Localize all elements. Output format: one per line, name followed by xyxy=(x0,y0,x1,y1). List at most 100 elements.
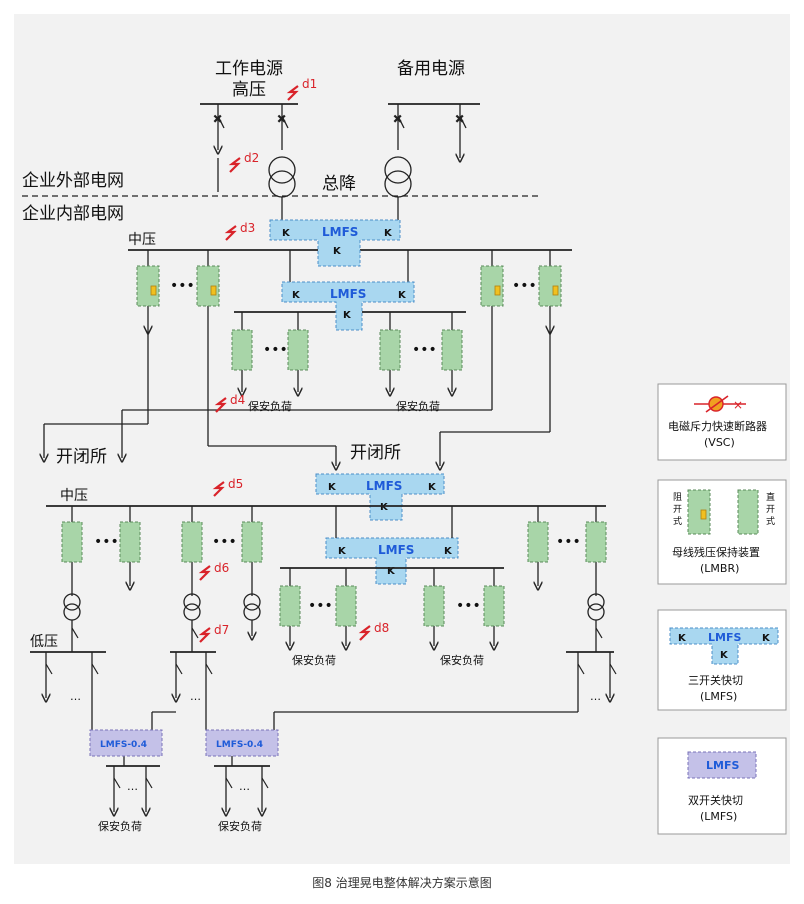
dots-6: ••• xyxy=(212,534,237,550)
svg-text:K: K xyxy=(282,228,291,239)
lmfs-top: LMFS K K K xyxy=(269,219,401,267)
hv-network xyxy=(22,103,540,222)
fault-d3: d3 xyxy=(240,221,255,235)
svg-text:K: K xyxy=(387,566,396,577)
security-load-4: 保安负荷 xyxy=(440,653,484,667)
figure-caption: 图8 治理晃电整体解决方案示意图 xyxy=(312,876,492,890)
fault-d1: d1 xyxy=(302,77,317,91)
svg-text:K: K xyxy=(338,546,347,557)
lmfs-second: LMFS K K K xyxy=(281,281,415,331)
dots-2: ••• xyxy=(512,278,537,294)
work-power-label: 工作电源 xyxy=(215,59,283,79)
svg-text:K: K xyxy=(428,482,437,493)
legend-vsc: × 电磁斥力快速断路器 (VSC) xyxy=(657,383,787,461)
legend-dual-abbr: (LMFS) xyxy=(700,810,737,823)
backup-power-label: 备用电源 xyxy=(397,59,465,79)
fault-d7: d7 xyxy=(214,623,229,637)
hv-switches: × × × × xyxy=(212,111,467,129)
external-grid-label: 企业外部电网 xyxy=(22,171,124,191)
ellipsis-3: … xyxy=(590,690,601,703)
svg-text:式: 式 xyxy=(673,515,682,527)
security-load-6: 保安负荷 xyxy=(218,819,262,833)
svg-text:×: × xyxy=(393,112,402,125)
high-voltage-label: 高压 xyxy=(232,80,266,100)
main-substation-label: 总降 xyxy=(322,174,356,194)
svg-text:K: K xyxy=(398,290,407,301)
ellipsis-4: … xyxy=(127,780,138,793)
security-load-3: 保安负荷 xyxy=(292,653,336,667)
svg-text:LMFS: LMFS xyxy=(330,287,366,301)
legend-lmbr-title: 母线残压保持装置 xyxy=(672,545,760,559)
svg-text:式: 式 xyxy=(766,515,775,527)
fault-d4: d4 xyxy=(230,393,245,407)
dots-5: ••• xyxy=(94,534,119,550)
legend-three-abbr: (LMFS) xyxy=(700,690,737,703)
security-load-5: 保安负荷 xyxy=(98,819,142,833)
svg-text:LMFS: LMFS xyxy=(378,543,414,557)
fault-d5: d5 xyxy=(228,477,243,491)
lmfs-third: LMFS K K K xyxy=(315,473,445,521)
legend-vsc-title: 电磁斥力快速断路器 xyxy=(668,419,767,433)
svg-text:LMFS-0.4: LMFS-0.4 xyxy=(216,740,263,750)
svg-text:K: K xyxy=(444,546,453,557)
legend-three-title: 三开关快切 xyxy=(688,673,743,687)
dots-1: ••• xyxy=(170,278,195,294)
lv-switches xyxy=(45,627,617,789)
security-load-2: 保安负荷 xyxy=(396,399,440,413)
mv-top-label: 中压 xyxy=(128,232,156,248)
legend-dual-switch: LMFS 双开关快切 (LMFS) xyxy=(657,737,787,835)
mv-mid-label: 中压 xyxy=(60,488,88,504)
svg-text:×: × xyxy=(455,112,464,125)
fault-d8: d8 xyxy=(374,621,389,635)
svg-text:K: K xyxy=(384,228,393,239)
dots-3: ••• xyxy=(263,342,288,358)
svg-text:K: K xyxy=(328,482,337,493)
svg-text:阻: 阻 xyxy=(673,492,682,503)
svg-text:×: × xyxy=(213,112,222,125)
dots-9: ••• xyxy=(456,598,481,614)
svg-text:开: 开 xyxy=(673,504,682,515)
svg-text:K: K xyxy=(678,633,687,644)
switching-station-mid: 开闭所 xyxy=(350,443,401,463)
fault-lightning-marks xyxy=(198,85,371,643)
svg-text:×: × xyxy=(733,398,743,412)
internal-grid-label: 企业内部电网 xyxy=(22,204,124,224)
lmbr-markers-top xyxy=(150,285,559,296)
svg-text:K: K xyxy=(292,290,301,301)
svg-text:直: 直 xyxy=(766,491,775,503)
svg-text:开: 开 xyxy=(766,504,775,515)
lv-label: 低压 xyxy=(30,634,58,650)
breaker-group-mid xyxy=(61,521,607,627)
svg-text:LMFS-0.4: LMFS-0.4 xyxy=(100,740,147,750)
switching-station-left: 开闭所 xyxy=(56,447,107,467)
dots-4: ••• xyxy=(412,342,437,358)
svg-text:K: K xyxy=(380,502,389,513)
legend-three-switch: LMFS K K K 三开关快切 (LMFS) xyxy=(657,609,787,711)
svg-text:K: K xyxy=(343,310,352,321)
svg-text:LMFS: LMFS xyxy=(708,631,741,644)
fault-d6: d6 xyxy=(214,561,229,575)
ellipsis-1: … xyxy=(70,690,81,703)
ellipsis-2: … xyxy=(190,690,201,703)
fault-d2: d2 xyxy=(244,151,259,165)
lmfs-small-2: LMFS-0.4 xyxy=(205,729,279,757)
lmfs-fourth: LMFS K K K xyxy=(325,537,459,585)
legend-lmbr: 阻 开 式 直 开 式 母线残压保持装置 (LMBR) xyxy=(657,479,787,585)
svg-text:K: K xyxy=(762,633,771,644)
lmfs-small-1: LMFS-0.4 xyxy=(89,729,163,757)
svg-text:K: K xyxy=(333,246,342,257)
security-load-1: 保安负荷 xyxy=(248,399,292,413)
breaker-group-top xyxy=(136,265,562,371)
legend-vsc-abbr: (VSC) xyxy=(704,436,735,449)
svg-text:K: K xyxy=(720,650,729,661)
svg-text:LMFS: LMFS xyxy=(706,759,739,772)
dots-8: ••• xyxy=(308,598,333,614)
svg-text:LMFS: LMFS xyxy=(366,479,402,493)
svg-text:LMFS: LMFS xyxy=(322,225,358,239)
legend-dual-title: 双开关快切 xyxy=(688,793,743,807)
dots-7: ••• xyxy=(556,534,581,550)
ellipsis-5: … xyxy=(239,780,250,793)
svg-text:×: × xyxy=(277,112,286,125)
legend-lmbr-abbr: (LMBR) xyxy=(700,562,739,575)
